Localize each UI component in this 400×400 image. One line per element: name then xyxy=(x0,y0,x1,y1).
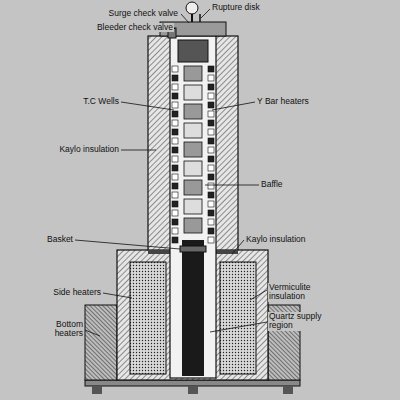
drawing-part xyxy=(208,237,214,243)
drawing-part xyxy=(184,123,202,138)
part-label: Kaylo insulation xyxy=(58,145,120,154)
leader-lines xyxy=(75,9,267,336)
upper-insulation xyxy=(148,36,238,250)
drawing-part xyxy=(121,102,174,110)
drawing-part xyxy=(172,201,178,207)
side-heater xyxy=(130,262,166,374)
drawing-part xyxy=(208,183,214,189)
part-label: Surge check valve xyxy=(108,9,179,18)
drawing-part xyxy=(184,142,202,157)
drawing-part xyxy=(208,129,214,135)
part-label: Vermiculite insulation xyxy=(268,283,326,302)
drawing-part xyxy=(283,386,293,394)
drawing-part xyxy=(208,201,214,207)
part-label: Basket xyxy=(46,235,74,244)
drawing-part xyxy=(201,9,210,18)
drawing-part xyxy=(172,93,178,99)
drawing-part xyxy=(172,102,178,108)
part-label: Kaylo insulation xyxy=(245,235,307,244)
drawing-part xyxy=(172,147,178,153)
drawing-part xyxy=(172,183,178,189)
drawing-part xyxy=(92,386,102,394)
drawing-part xyxy=(208,156,214,162)
drawing-part xyxy=(208,102,214,108)
drawing-part xyxy=(172,219,178,225)
drawing-part xyxy=(250,290,267,300)
drawing-part xyxy=(172,210,178,216)
part-label: Side heaters xyxy=(52,288,102,297)
drawing-part xyxy=(184,199,202,214)
part-label: Quartz supply region xyxy=(268,312,326,331)
drawing-part xyxy=(172,129,178,135)
drawing-part xyxy=(208,138,214,144)
part-label: Rupture disk xyxy=(211,3,261,12)
drawing-part xyxy=(210,322,267,332)
base xyxy=(85,380,300,394)
drawing-part xyxy=(208,111,214,117)
baffle-stack xyxy=(184,66,202,233)
drawing-part xyxy=(208,75,214,81)
drawing-part xyxy=(188,386,198,394)
basket xyxy=(180,246,206,252)
drawing-part xyxy=(172,84,178,90)
drawing-part xyxy=(184,85,202,100)
drawing-part xyxy=(172,138,178,144)
drawing-part xyxy=(184,66,202,81)
drawing-part xyxy=(184,161,202,176)
drawing-part xyxy=(85,330,100,336)
drawing-part xyxy=(172,111,178,117)
drawing-part xyxy=(208,174,214,180)
drawing-part xyxy=(232,240,244,254)
part-label: Bleeder check valve xyxy=(96,23,174,32)
drawing-part xyxy=(172,120,178,126)
drawing-part xyxy=(172,156,178,162)
drawing-part xyxy=(184,180,202,195)
drawing-part xyxy=(208,165,214,171)
closure-plug xyxy=(178,40,208,62)
drawing-part xyxy=(172,75,178,81)
vessel-bore xyxy=(170,36,216,378)
drawing-part xyxy=(121,150,156,151)
part-label: Bottom heaters xyxy=(46,320,84,339)
drawing-part xyxy=(172,174,178,180)
drawing-part xyxy=(172,228,178,234)
part-label: Baffle xyxy=(260,180,284,189)
drawing-part xyxy=(208,219,214,225)
drawing-part xyxy=(172,237,178,243)
drawing-part xyxy=(172,192,178,198)
drawing-part xyxy=(184,218,202,233)
drawing-part xyxy=(172,165,178,171)
drawing-part xyxy=(208,228,214,234)
drawing-part xyxy=(85,380,300,386)
quartz-tube xyxy=(182,240,204,376)
gauge-stem xyxy=(191,14,193,22)
part-label: T.C Wells xyxy=(82,97,120,106)
drawing-part xyxy=(208,147,214,153)
bottom-heater-block xyxy=(85,305,117,380)
drawing-part xyxy=(208,210,214,216)
pressure-gauge xyxy=(186,2,198,14)
part-label: Y Bar heaters xyxy=(256,97,310,106)
drawing-part xyxy=(212,102,255,110)
drawing-part xyxy=(205,185,259,186)
drawing-part xyxy=(181,14,189,23)
drawing-part xyxy=(208,93,214,99)
drawing-part xyxy=(208,84,214,90)
drawing-part xyxy=(184,104,202,119)
drawing-part xyxy=(75,240,180,249)
side-heater xyxy=(220,262,256,374)
drawing-part xyxy=(172,66,178,72)
drawing-part xyxy=(208,120,214,126)
drawing-part xyxy=(208,192,214,198)
rupture-disk-fitting xyxy=(199,14,201,22)
y-bar-heaters xyxy=(172,66,214,243)
drawing-part xyxy=(208,66,214,72)
drawing-part xyxy=(103,293,132,298)
